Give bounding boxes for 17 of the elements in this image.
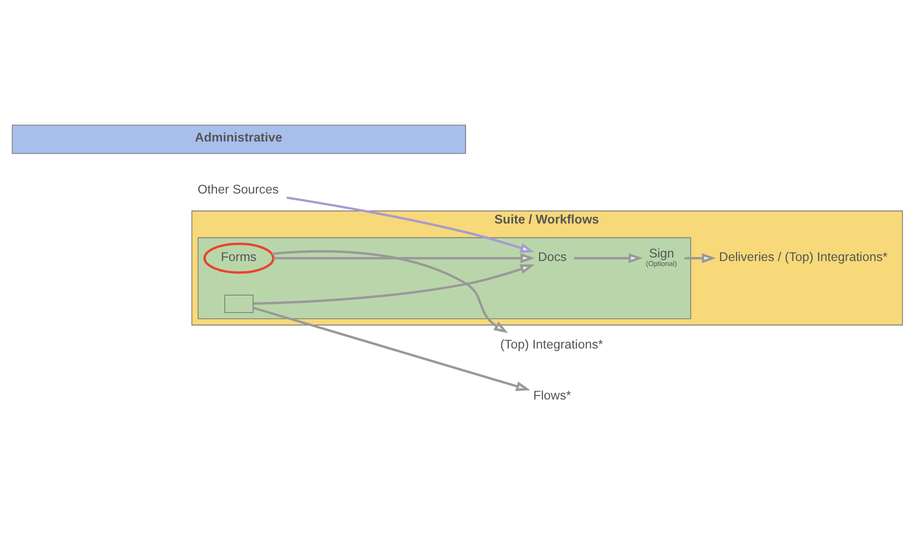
node-text: Flows* bbox=[533, 388, 572, 402]
cluster bbox=[198, 236, 692, 319]
arrow bbox=[274, 252, 535, 263]
node-text: Docs bbox=[538, 250, 567, 264]
node-text: (Top) Integrations* bbox=[500, 337, 604, 352]
node-text: Other Sources bbox=[198, 182, 279, 196]
arrow bbox=[272, 250, 508, 333]
arrow bbox=[252, 306, 530, 390]
node-box: Administrative bbox=[12, 124, 466, 154]
arrow bbox=[253, 264, 535, 304]
arrow bbox=[684, 252, 716, 263]
arrow bbox=[574, 252, 643, 263]
node-text: Sign bbox=[649, 246, 674, 260]
arrow bbox=[286, 196, 534, 252]
node-text: Deliveries / (Top) Integrations* bbox=[719, 250, 888, 264]
node-box bbox=[224, 294, 254, 312]
node-ellipse: Forms bbox=[203, 242, 274, 274]
